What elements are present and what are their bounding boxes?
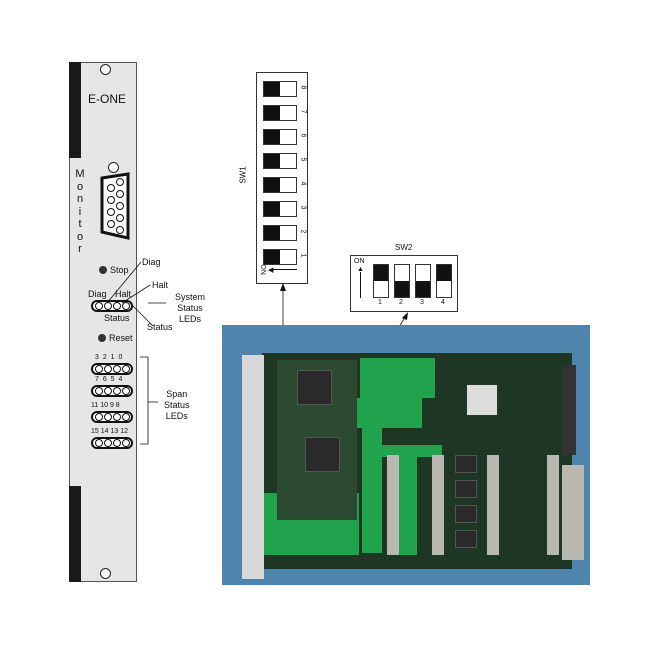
sw1-switch-5[interactable] [263,153,297,169]
screw-hole-bottom [100,568,111,579]
sw1-switch-number: 3 [299,205,307,210]
status-callout: Status [147,322,173,332]
board-photo [222,325,590,585]
connector-screw-icon [108,162,119,173]
span-leds-row [91,437,133,449]
sw2-switch-number: 2 [399,299,403,306]
sw2-switch-number: 4 [441,299,445,306]
sw2-switch-number: 3 [420,299,424,306]
sw2-switch-1[interactable] [373,264,389,298]
reset-label: Reset [109,333,133,343]
sw1-switch-number: 7 [299,109,307,114]
sw1-switch-number: 5 [299,157,307,162]
monitor-letter: r [78,243,82,255]
sw1-switch-2[interactable] [263,225,297,241]
stop-button[interactable] [99,266,107,274]
sw1-on-arrow-icon: ◀ [268,267,297,274]
sw2-on-label: ON [354,258,365,265]
screw-hole-top [100,64,111,75]
sw1-title: SW1 [238,166,248,184]
sw2-switch-3[interactable] [415,264,431,298]
sw1-on-label: ON [258,264,266,275]
span-row-label: 11 10 9 8 [91,402,120,409]
monitor-letter: M [75,168,85,180]
span-leds-row [91,411,133,423]
led [121,302,130,310]
sw1-switch-1[interactable] [263,249,297,265]
sw1-switch-number: 2 [299,229,307,234]
led [112,302,121,310]
sw1-switch-6[interactable] [263,129,297,145]
diag-callout: Diag [142,257,161,267]
diag-led-label: Diag [88,289,107,299]
lattice-chip [467,385,497,415]
sw1-switch-number: 4 [299,181,307,186]
span-row-label: 3 2 1 0 [95,354,124,361]
sw1-switch-number: 6 [299,133,307,138]
board-faceplate [242,355,264,579]
sw2-switch-4[interactable] [436,264,452,298]
db9-connector-icon [100,172,130,240]
halt-callout: Halt [152,280,169,290]
monitor-letter: i [78,205,82,218]
sw1-switch-number: 8 [299,85,307,90]
halt-led-label: Halt [115,289,132,299]
panel-title: E-ONE [88,92,127,106]
panel-handle-top [69,62,81,158]
sw2-switch-number: 1 [378,299,382,306]
monitor-letter: n [76,193,84,205]
reset-button[interactable] [98,334,106,342]
sw1-switch-8[interactable] [263,81,297,97]
sw1-switch-7[interactable] [263,105,297,121]
sw2-switch-2[interactable] [394,264,410,298]
span-leds-row [91,385,133,397]
status-led-label: Status [104,313,130,323]
sw2-title: SW2 [395,243,413,252]
monitor-letter: o [76,230,84,243]
panel-handle-bottom [69,486,81,582]
sw1-switch-number: 1 [299,253,307,258]
sw2-dip-switch: ON▲ 1 2 3 4 [350,255,458,312]
led [94,302,103,310]
sw1-switch-4[interactable] [263,177,297,193]
monitor-letter: o [76,180,84,193]
monitor-letter: t [78,218,82,230]
sw2-on-arrow-icon: ▲ [357,266,364,298]
stop-label: Stop [110,265,129,275]
span-leds-row [91,363,133,375]
span-row-label: 7 6 5 4 [95,376,124,383]
span-row-label: 15 14 13 12 [91,428,128,435]
sw1-switch-3[interactable] [263,201,297,217]
